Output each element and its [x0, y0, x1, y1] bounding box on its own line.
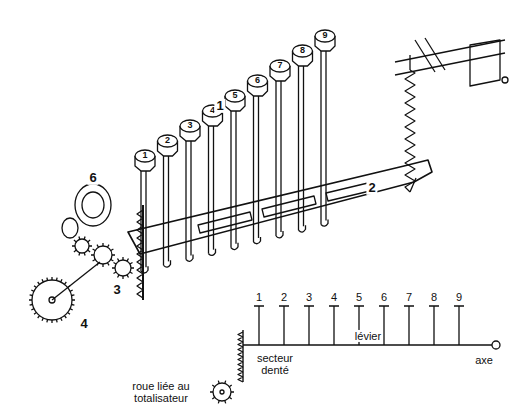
key-stem	[145, 170, 146, 267]
schematic-lever	[243, 344, 492, 345]
key-number: 6	[380, 291, 388, 303]
key-top	[315, 30, 335, 42]
schematic-wheel	[213, 383, 231, 401]
key-stem	[168, 155, 169, 261]
callout-number: 1	[214, 99, 225, 113]
spring	[405, 70, 415, 192]
key-hook	[231, 243, 238, 250]
key-number: 5	[355, 291, 363, 303]
key-stem	[280, 80, 281, 232]
key-hook	[186, 255, 193, 262]
callout-number: 4	[78, 317, 89, 331]
key-stem	[213, 125, 214, 250]
key-number: 3	[305, 291, 313, 303]
key-hook	[321, 219, 328, 226]
key-stem	[258, 95, 259, 238]
key-number: 8	[430, 291, 438, 303]
key-number: 3	[186, 121, 193, 131]
key-stem	[163, 155, 164, 265]
counter-wheel	[82, 192, 104, 218]
callout-number: 6	[87, 171, 98, 185]
key-number: 5	[231, 91, 238, 101]
schematic-wheel-hub	[220, 390, 224, 394]
key-top	[225, 90, 245, 102]
key-top	[135, 150, 155, 162]
key-top	[158, 135, 178, 147]
key-hook	[164, 260, 171, 267]
part-label: lévier	[353, 330, 383, 342]
callout-number: 2	[366, 181, 377, 195]
sector-teeth	[238, 332, 243, 382]
spring-hook	[409, 55, 410, 70]
counter-wheel	[75, 184, 111, 226]
key-top	[293, 45, 313, 57]
frame-rod	[395, 53, 505, 75]
key-number: 7	[405, 291, 413, 303]
callout-number: 3	[111, 283, 122, 297]
key-hook	[141, 266, 148, 273]
key-top	[248, 75, 268, 87]
key-number: 4	[330, 291, 338, 303]
lever-slot	[262, 196, 316, 217]
gear	[75, 239, 89, 253]
key-stem	[190, 140, 191, 256]
shaft	[52, 262, 100, 300]
frame-rod	[425, 38, 445, 70]
counter-wheel	[62, 218, 78, 238]
key-stem	[208, 125, 209, 254]
key-number: 9	[455, 291, 463, 303]
lever	[128, 160, 432, 254]
part-label: secteur denté	[250, 352, 300, 376]
key-hook	[276, 231, 283, 238]
part-label: axe	[473, 354, 495, 366]
toothed-rack	[142, 205, 144, 300]
key-hook	[209, 249, 216, 256]
lever-slot	[198, 212, 252, 233]
key-hook	[299, 225, 306, 232]
key-number: 9	[321, 31, 328, 41]
schematic-axis	[492, 341, 500, 349]
bracket	[470, 40, 500, 86]
key-stem	[235, 110, 236, 244]
key-stem	[275, 80, 276, 236]
key-number: 1	[255, 291, 263, 303]
spring-hook	[410, 178, 416, 192]
key-number: 8	[299, 46, 306, 56]
schematic-keys	[254, 306, 464, 345]
pivot	[502, 77, 508, 83]
key-top	[180, 120, 200, 132]
key-stem	[320, 50, 321, 224]
rack-teeth	[137, 210, 143, 298]
key-number: 6	[254, 76, 261, 86]
part-label: roue liée au totalisateur	[120, 380, 202, 404]
gear	[94, 246, 112, 264]
key-top	[270, 60, 290, 72]
frame-rod	[415, 40, 435, 72]
key-stem	[185, 140, 186, 260]
key-number: 7	[276, 61, 283, 71]
key-hook	[254, 237, 261, 244]
key-stem	[230, 110, 231, 248]
key-number: 2	[280, 291, 288, 303]
gear	[115, 260, 131, 276]
key-stem	[303, 65, 304, 226]
wheel-teeth	[210, 381, 234, 404]
key-number: 1	[141, 151, 148, 161]
frame-rod	[395, 40, 505, 62]
key-stem	[253, 95, 254, 242]
gear-teeth	[29, 237, 134, 324]
key-stem	[298, 65, 299, 230]
key-number: 2	[164, 136, 171, 146]
key-stem	[325, 50, 326, 220]
key-stem	[140, 170, 141, 271]
